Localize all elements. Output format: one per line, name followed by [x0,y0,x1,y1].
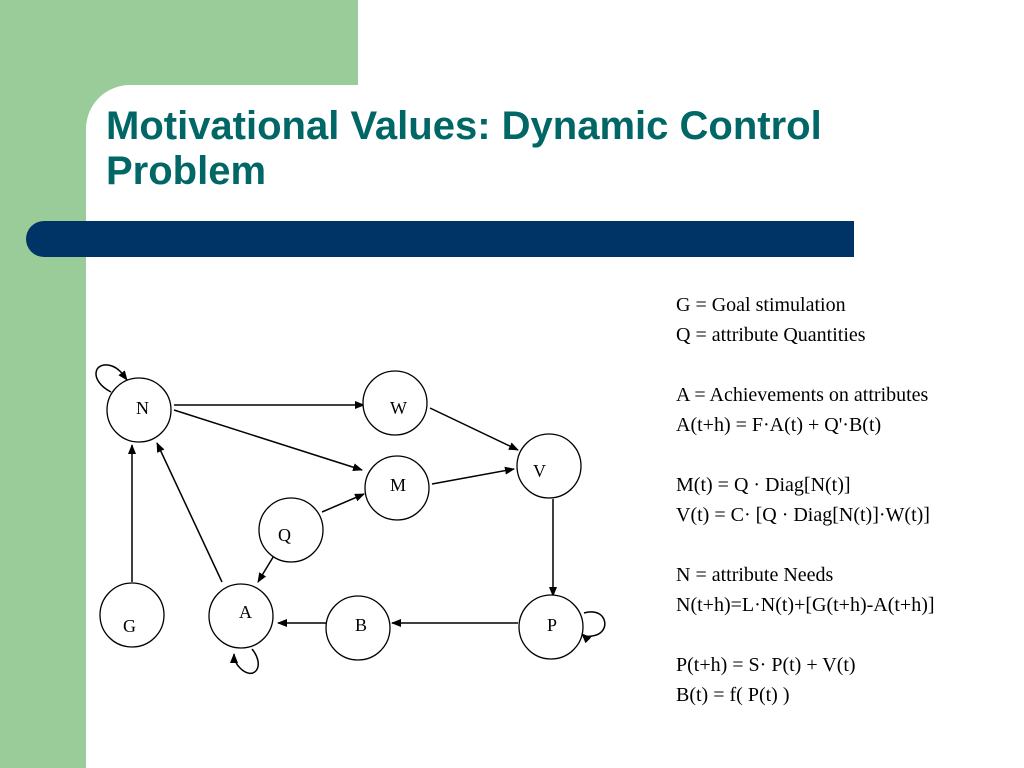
edge-q-to-m [321,493,365,513]
equation-quantities-definition: Q = attribute Quantities [676,324,866,346]
self-loop-p [581,611,606,644]
edge-a-to-n [156,442,223,583]
node-b [325,595,391,661]
node-a-label: A [239,602,252,622]
node-p-label: P [547,615,557,635]
node-b-label: B [355,615,367,635]
equation-needs-definition: N = attribute Needs [676,564,834,586]
node-g-label: G [123,616,136,636]
slide-title: Motivational Values: Dynamic Control Pro… [106,104,986,194]
equation-goal-definition: G = Goal stimulation [676,294,846,316]
node-q [258,497,324,563]
edge-w-to-v [429,407,519,451]
equation-needs-update: N(t+h)=L·N(t)+[G(t+h)-A(t+h)] [676,594,935,616]
self-loop-n [95,364,128,393]
equation-achievements-definition: A = Achievements on attributes [676,384,929,406]
node-a [208,583,274,649]
edge-n-to-m [173,409,363,472]
node-v [516,433,582,499]
equation-achievements-update: A(t+h) = F·A(t) + Q'·B(t) [676,414,882,436]
node-w-label: W [390,398,407,418]
node-w [362,370,428,436]
slide-title-line-1: Motivational Values: Dynamic Control [106,104,822,148]
equation-v: V(t) = C· [Q · Diag[N(t)]·W(t)] [676,504,930,526]
node-p [518,594,584,660]
node-n [106,377,172,443]
slide-title-line-2: Problem [106,149,267,193]
node-g [99,582,165,648]
node-q-label: Q [278,525,291,545]
equation-m: M(t) = Q · Diag[N(t)] [676,474,851,496]
equation-p-update: P(t+h) = S· P(t) + V(t) [676,654,856,676]
equation-b: B(t) = f( P(t) ) [676,684,790,706]
title-divider-bar [26,221,854,257]
node-v-label: V [533,461,546,481]
self-loop-a [230,648,259,675]
edge-m-to-v [431,466,515,485]
node-m [364,455,430,521]
equations-panel: G = Goal stimulation Q = attribute Quant… [676,290,935,710]
node-n-label: N [136,398,149,418]
node-m-label: M [390,475,406,495]
